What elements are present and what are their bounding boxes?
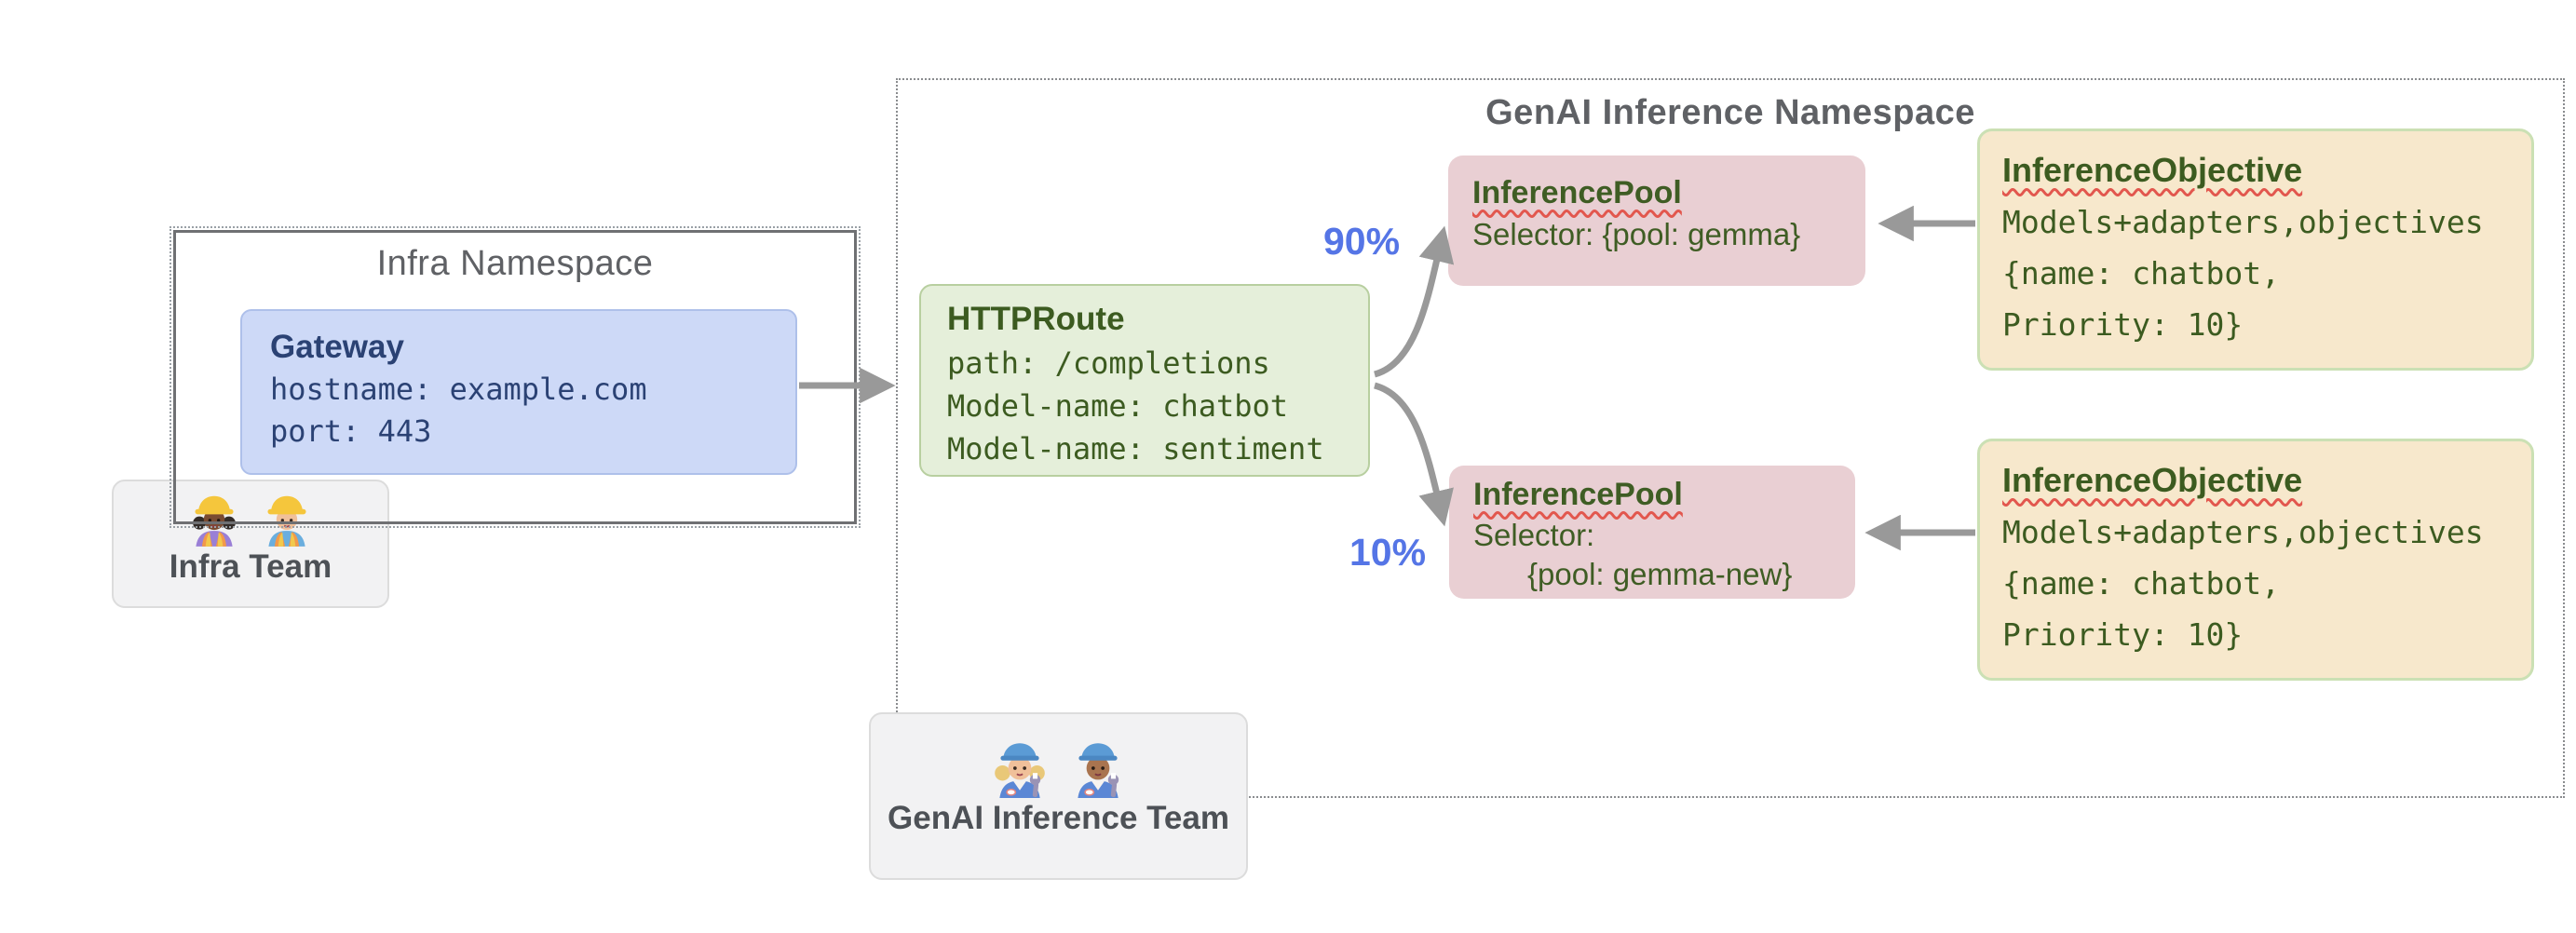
inference-objective-top-priority-line: Priority: 10} [2002,306,2244,343]
inference-objective-bottom-box: InferenceObjective Models+adapters,objec… [1977,439,2534,681]
infra-team-card: Infra Team [112,480,389,608]
inference-objective-bottom-priority-line: Priority: 10} [2002,616,2244,653]
inference-pool-gemma-selector-line: Selector: {pool: gemma} [1472,217,1801,251]
httproute-model-sentiment-line: Model-name: sentiment [947,431,1324,466]
inference-pool-gemma-new-selector-value-line: {pool: gemma-new} [1527,557,1793,591]
gateway-port-line: port: 443 [270,413,432,449]
man-mechanic-icon [1069,737,1127,798]
genai-inference-namespace-box: GenAI Inference Namespace [896,78,2565,798]
inference-pool-gemma-title: InferencePool [1472,175,1682,210]
traffic-percent-90-label: 90% [1322,220,1401,263]
inference-pool-gemma-new-box: InferencePool Selector: {pool: gemma-new… [1449,466,1855,599]
woman-construction-worker-icon [188,491,240,547]
gateway-box: Gateway hostname: example.com port: 443 [240,309,797,475]
inference-objective-top-name-line: {name: chatbot, [2002,255,2281,291]
httproute-path-line: path: /completions [947,345,1270,381]
infra-namespace-title: Infra Namespace [376,244,654,283]
man-construction-worker-icon [261,491,313,547]
httproute-model-chatbot-line: Model-name: chatbot [947,388,1289,424]
gateway-hostname-line: hostname: example.com [270,372,647,407]
inference-objective-bottom-title: InferenceObjective [2002,461,2303,499]
inference-pool-gemma-new-title: InferencePool [1473,477,1683,512]
inference-pool-gemma-new-selector-line: Selector: [1473,518,1595,552]
genai-team-label: GenAI Inference Team [888,800,1229,836]
httproute-box: HTTPRoute path: /completions Model-name:… [919,284,1370,477]
inference-objective-bottom-name-line: {name: chatbot, [2002,565,2281,602]
genai-inference-namespace-title: GenAI Inference Namespace [1485,93,1975,132]
inference-objective-top-models-line: Models+adapters,objectives [2002,204,2484,240]
inference-objective-bottom-models-line: Models+adapters,objectives [2002,514,2484,550]
httproute-title: HTTPRoute [947,301,1125,337]
woman-mechanic-icon [991,737,1049,798]
gateway-title: Gateway [270,329,404,365]
genai-inference-team-card: GenAI Inference Team [869,712,1248,880]
infra-team-label: Infra Team [169,548,332,585]
inference-pool-gemma-box: InferencePool Selector: {pool: gemma} [1448,156,1865,286]
genai-team-members [871,737,1246,798]
inference-objective-top-title: InferenceObjective [2002,151,2303,189]
inference-objective-top-box: InferenceObjective Models+adapters,objec… [1977,128,2534,371]
traffic-percent-10-label: 10% [1349,531,1427,574]
infra-team-members [114,491,387,547]
